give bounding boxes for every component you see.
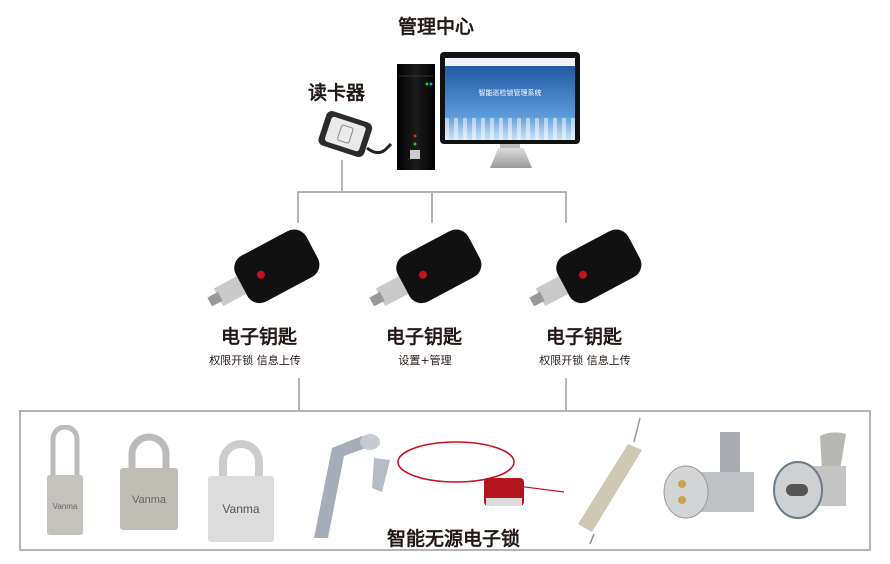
connector-line — [431, 191, 433, 223]
locks-panel — [19, 410, 871, 551]
electronic-key-image — [369, 229, 482, 307]
rod-latch-lock-image — [578, 417, 642, 545]
monitor-neck — [500, 144, 520, 148]
management-center-title: 管理中心 — [398, 16, 475, 38]
electronic-key-subtitle: 权限开锁 信息上传 — [539, 354, 631, 367]
electronic-key-title: 电子钥匙 — [545, 326, 622, 348]
electronic-key-title: 电子钥匙 — [220, 326, 297, 348]
pc-tower-image — [397, 64, 435, 170]
card-reader-image — [318, 111, 393, 158]
monitor-screen: 智能巡检锁管理系统 — [445, 58, 575, 140]
padlock-long-shackle-image: Vanma — [47, 425, 83, 535]
electronic-key-subtitle: 权限开锁 信息上传 — [209, 354, 301, 367]
brand-text: Vanma — [132, 494, 167, 506]
electronic-key-title: 电子钥匙 — [385, 326, 462, 348]
cam-lock-image — [663, 432, 754, 519]
connector-line — [298, 378, 300, 411]
connector-line — [297, 191, 299, 223]
shrouded-padlock-image: Vanma — [208, 440, 274, 542]
locks-label: 智能无源电子锁 — [387, 528, 521, 550]
city-skyline — [445, 118, 575, 140]
monitor-image: 智能巡检锁管理系统 — [440, 52, 580, 144]
connector-line — [565, 378, 567, 411]
brand-text: Vanma — [222, 502, 259, 516]
electronic-key-image — [529, 229, 642, 307]
monitor-stand — [490, 148, 532, 168]
card-reader-label: 读卡器 — [308, 82, 366, 104]
app-toolbar — [445, 58, 575, 66]
electronic-key-subtitle: 设置+管理 — [398, 354, 452, 367]
connector-line — [341, 160, 343, 192]
handle-lock-image — [314, 434, 390, 538]
brand-text: Vanma — [53, 502, 78, 511]
cam-lock-round-image — [773, 432, 846, 519]
connector-line — [565, 191, 567, 223]
padlock-image: Vanma — [120, 433, 178, 530]
app-screen-title: 智能巡检锁管理系统 — [478, 89, 542, 97]
cable-seal-lock-image — [397, 441, 565, 506]
electronic-key-image — [207, 229, 320, 307]
